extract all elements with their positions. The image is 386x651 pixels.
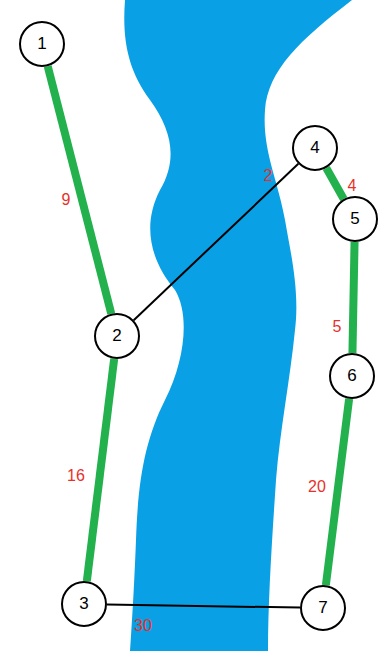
edge-weight: 16 bbox=[67, 468, 85, 484]
edge-weight: 9 bbox=[62, 192, 71, 208]
graph-vertex: 6 bbox=[329, 353, 375, 399]
graph-edge bbox=[87, 359, 114, 581]
vertex-number: 3 bbox=[79, 594, 88, 614]
graph-vertex: 4 bbox=[292, 125, 338, 171]
graph-vertex: 2 bbox=[94, 313, 140, 359]
graph-edge bbox=[326, 168, 343, 199]
edge-weight: 4 bbox=[348, 178, 357, 194]
edge-weight: 30 bbox=[134, 618, 152, 634]
graph-edge bbox=[352, 242, 354, 353]
graph-edge bbox=[326, 399, 349, 585]
edge-weight: 20 bbox=[308, 479, 326, 495]
vertex-number: 1 bbox=[37, 34, 46, 54]
vertex-number: 2 bbox=[112, 326, 121, 346]
edge-weight: 2 bbox=[264, 168, 273, 184]
graph-edge bbox=[48, 66, 112, 313]
vertex-number: 4 bbox=[310, 138, 319, 158]
vertex-number: 5 bbox=[350, 209, 359, 229]
graph-vertex: 3 bbox=[61, 581, 107, 627]
graph-vertex: 5 bbox=[332, 196, 378, 242]
graph-edge bbox=[134, 164, 299, 320]
graph-edge bbox=[107, 604, 300, 607]
graph-vertex: 7 bbox=[300, 585, 346, 631]
vertex-number: 6 bbox=[347, 366, 356, 386]
graph-vertex: 1 bbox=[19, 21, 65, 67]
edge-weight: 5 bbox=[333, 319, 342, 335]
vertex-number: 7 bbox=[318, 598, 327, 618]
river-shape bbox=[124, 0, 352, 651]
